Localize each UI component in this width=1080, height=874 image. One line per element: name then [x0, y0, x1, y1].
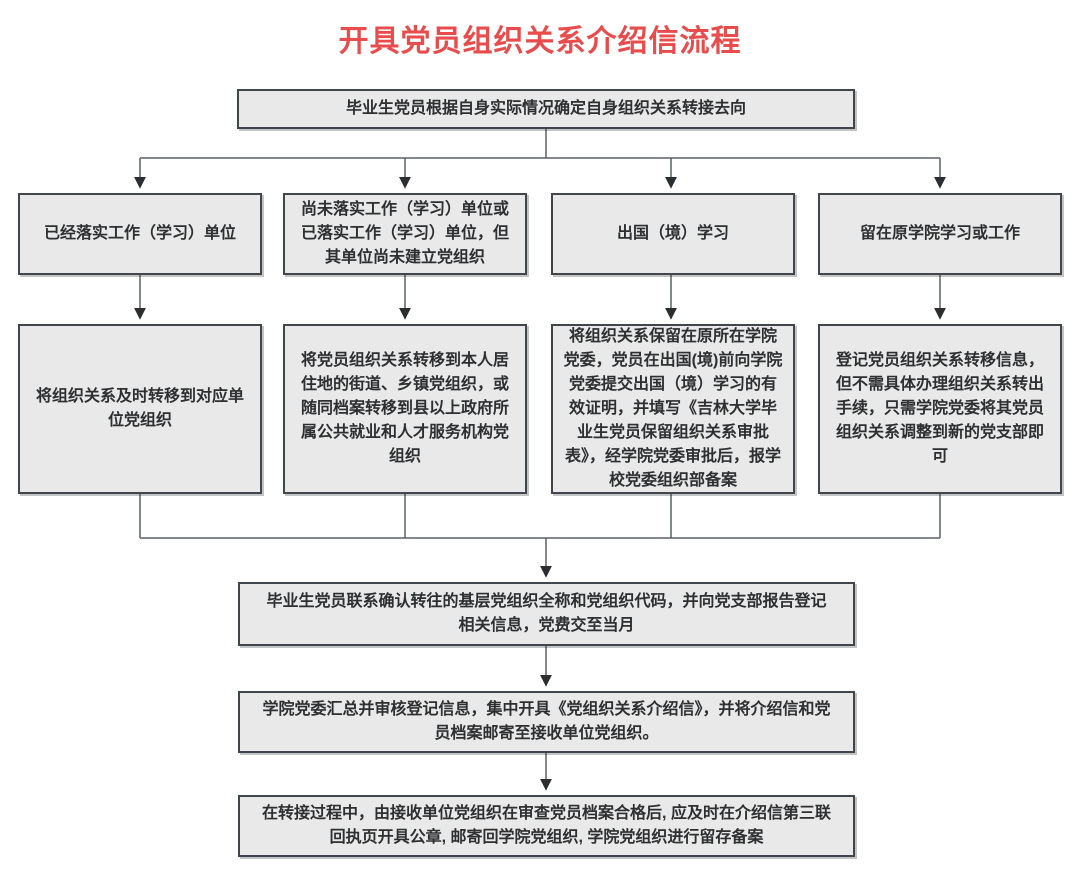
flow-node-issue-letter: 学院党委汇总并审核登记信息，集中开具《党组织关系介绍信》，并将介绍信和党员档案邮…	[238, 691, 855, 753]
flow-node-branch-stay: 留在原学院学习或工作	[818, 193, 1062, 275]
flow-node-start: 毕业生党员根据自身实际情况确定自身组织关系转接去向	[237, 89, 855, 129]
flow-node-action-abroad: 将组织关系保留在原所在学院党委，党员在出国(境)前向学院党委提交出国（境）学习的…	[551, 324, 795, 494]
flow-node-branch-no-unit: 尚未落实工作（学习）单位或已落实工作（学习）单位，但其单位尚未建立党组织	[283, 193, 527, 275]
flow-node-action-stay: 登记党员组织关系转移信息，但不需具体办理组织关系转出手续，只需学院党委将其党员组…	[818, 324, 1062, 494]
page-title: 开具党员组织关系介绍信流程	[338, 25, 742, 58]
flow-node-return-receipt: 在转接过程中，由接收单位党组织在审查党员档案合格后, 应及时在介绍信第三联回执页…	[238, 795, 855, 857]
flow-node-branch-abroad: 出国（境）学习	[551, 193, 795, 275]
flow-node-action-employed: 将组织关系及时转移到对应单位党组织	[18, 324, 262, 494]
flow-node-branch-employed: 已经落实工作（学习）单位	[18, 193, 262, 275]
flow-node-confirm-org-info: 毕业生党员联系确认转往的基层党组织全称和党组织代码，并向党支部报告登记相关信息，…	[238, 582, 855, 646]
flow-node-action-no-unit: 将党员组织关系转移到本人居住地的街道、乡镇党组织，或随同档案转移到县以上政府所属…	[283, 324, 527, 494]
